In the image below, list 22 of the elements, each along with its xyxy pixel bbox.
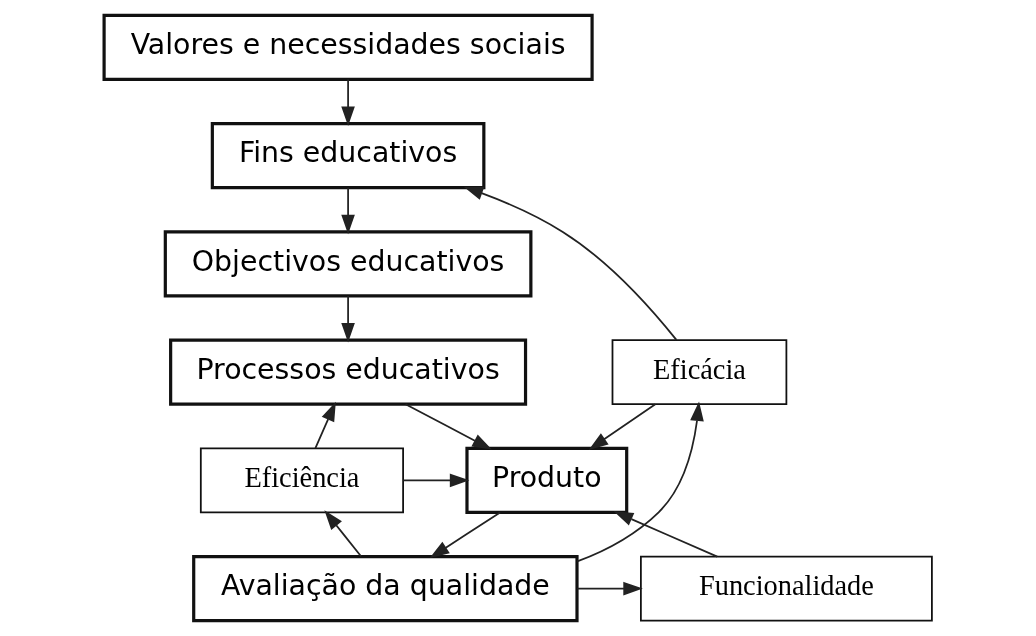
arrow bbox=[588, 403, 657, 450]
node-box: Eficiência bbox=[199, 447, 404, 514]
arrow bbox=[576, 401, 704, 563]
node-box: Fins educativos bbox=[210, 122, 486, 190]
arrow bbox=[404, 403, 492, 450]
arrow bbox=[341, 186, 355, 235]
arrow bbox=[324, 510, 362, 558]
node-box: Eficácia bbox=[611, 339, 788, 405]
arrow bbox=[613, 511, 719, 558]
node-box: Produto bbox=[465, 446, 629, 514]
arrow bbox=[576, 581, 643, 596]
node-box: Processos educativos bbox=[169, 338, 528, 406]
arrow bbox=[341, 78, 355, 126]
arrow bbox=[341, 295, 355, 343]
node-box: Avaliação da qualidade bbox=[192, 555, 579, 623]
arrow bbox=[463, 186, 678, 341]
node-box: Objectivos educativos bbox=[163, 230, 533, 298]
arrow bbox=[402, 473, 470, 488]
arrow bbox=[429, 511, 501, 559]
node-box: Funcionalidade bbox=[640, 555, 933, 622]
node-box: Valores e necessidades sociais bbox=[102, 13, 594, 81]
arrow bbox=[314, 401, 336, 449]
